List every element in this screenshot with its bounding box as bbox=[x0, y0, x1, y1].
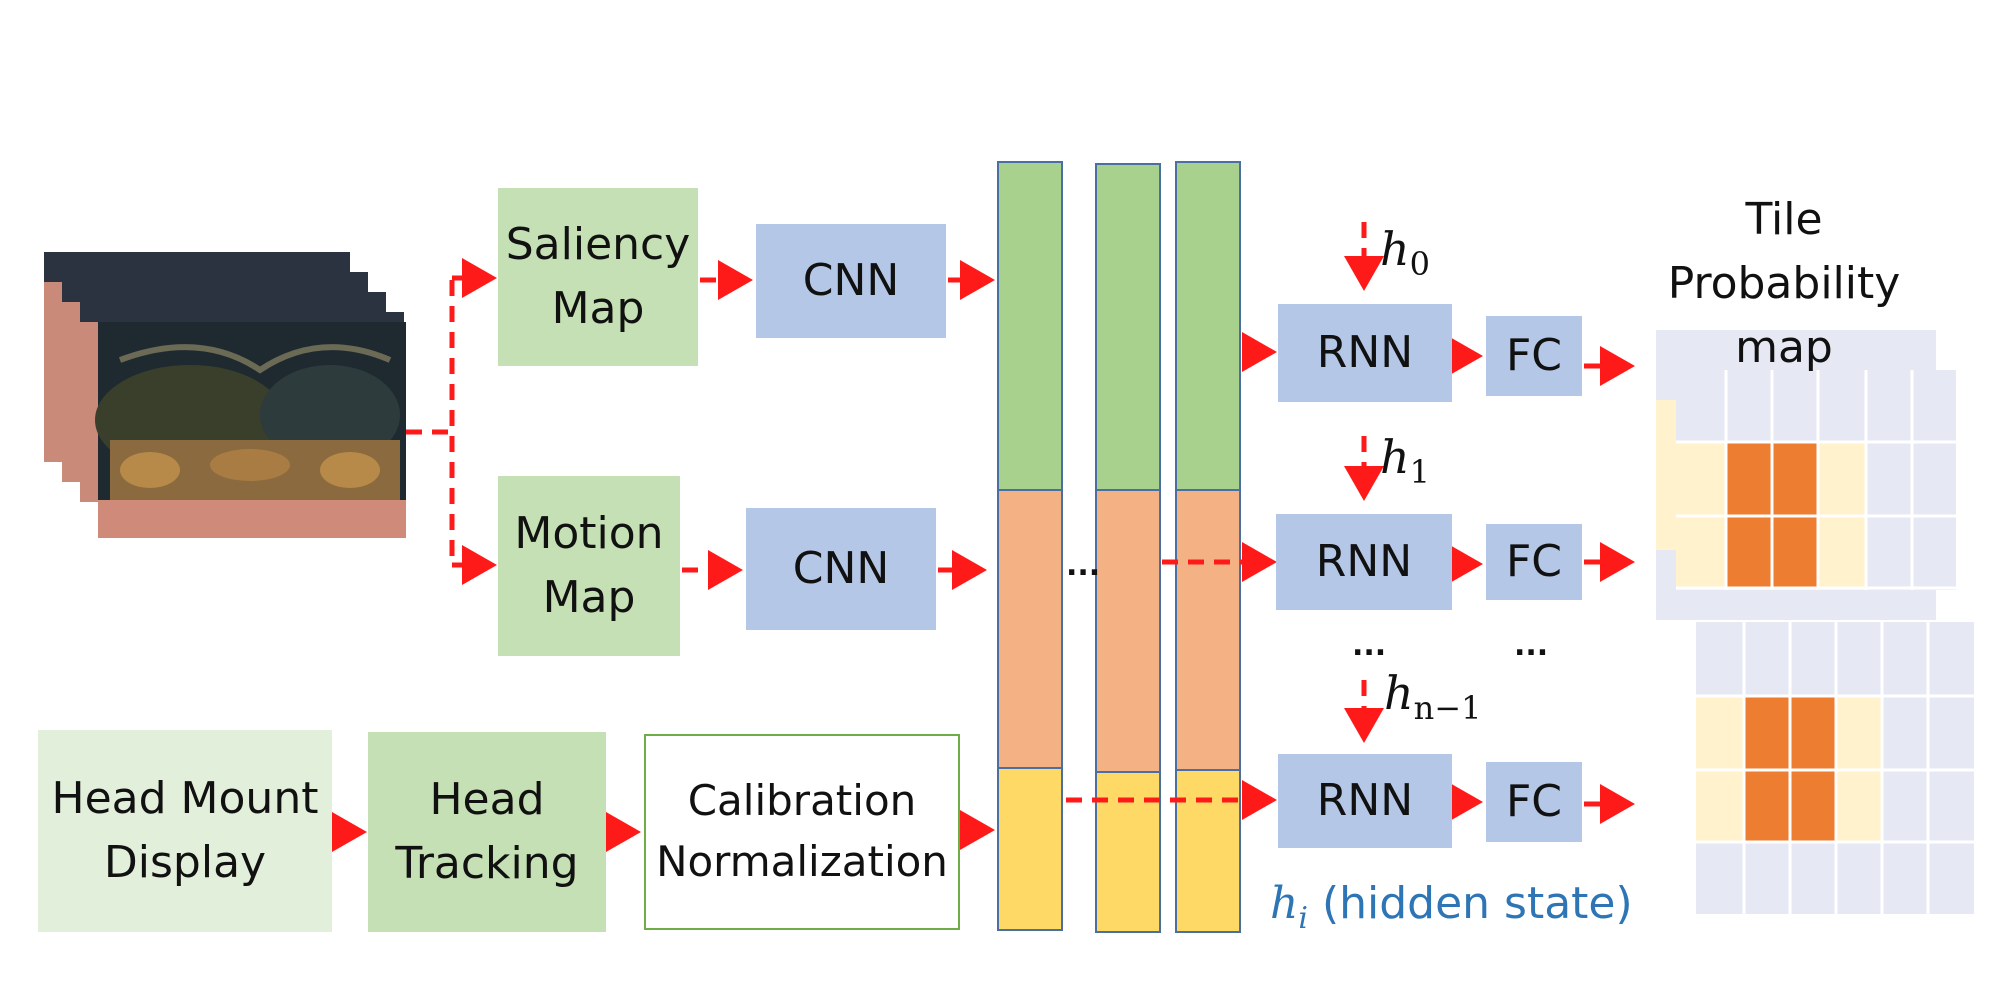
feature-stack-2 bbox=[1095, 163, 1161, 933]
cnn-box-top: CNN bbox=[756, 224, 946, 338]
feature-segment-saliency bbox=[997, 161, 1063, 491]
feature-segment-motion bbox=[1175, 489, 1241, 771]
feature-stack-1 bbox=[997, 161, 1063, 931]
hidden-state-legend: hi (hidden state) bbox=[1270, 878, 1633, 936]
hidden-state-h0: h0 bbox=[1380, 222, 1430, 284]
feature-segment-head bbox=[1175, 769, 1241, 933]
head-mount-display-box: Head Mount Display bbox=[38, 730, 332, 932]
video-frames-image bbox=[44, 252, 406, 538]
saliency-map-box: Saliency Map bbox=[498, 188, 698, 366]
ellipsis-rnn: ... bbox=[1352, 628, 1387, 663]
ellipsis-between-stacks: ... bbox=[1066, 548, 1101, 583]
tile-probability-map-title: Tile Probability map bbox=[1667, 194, 1901, 373]
rnn-box-1: RNN bbox=[1278, 304, 1452, 402]
head-tracking-box: Head Tracking bbox=[368, 732, 606, 932]
motion-map-box: Motion Map bbox=[498, 476, 680, 656]
tile-map-front bbox=[1696, 622, 1974, 914]
cnn-box-middle: CNN bbox=[746, 508, 936, 630]
feature-segment-motion bbox=[1095, 489, 1161, 773]
fc-box-2: FC bbox=[1486, 524, 1582, 600]
calibration-normalization-box: Calibration Normalization bbox=[644, 734, 960, 930]
hidden-state-h1: h1 bbox=[1380, 430, 1430, 492]
tile-map-middle bbox=[1676, 370, 1956, 590]
ellipsis-fc: ... bbox=[1514, 628, 1549, 663]
rnn-box-2: RNN bbox=[1276, 514, 1452, 610]
arrows bbox=[332, 222, 1635, 852]
feature-stack-3 bbox=[1175, 161, 1241, 933]
feature-segment-motion bbox=[997, 489, 1063, 769]
feature-segment-saliency bbox=[1095, 163, 1161, 491]
hidden-state-hn-1: hn−1 bbox=[1384, 666, 1482, 728]
fc-box-1: FC bbox=[1486, 316, 1582, 396]
video-frame-front bbox=[95, 322, 406, 538]
rnn-box-3: RNN bbox=[1278, 754, 1452, 848]
feature-segment-head bbox=[1095, 771, 1161, 933]
fc-box-3: FC bbox=[1486, 762, 1582, 842]
feature-segment-saliency bbox=[1175, 161, 1241, 491]
feature-segment-head bbox=[997, 767, 1063, 931]
